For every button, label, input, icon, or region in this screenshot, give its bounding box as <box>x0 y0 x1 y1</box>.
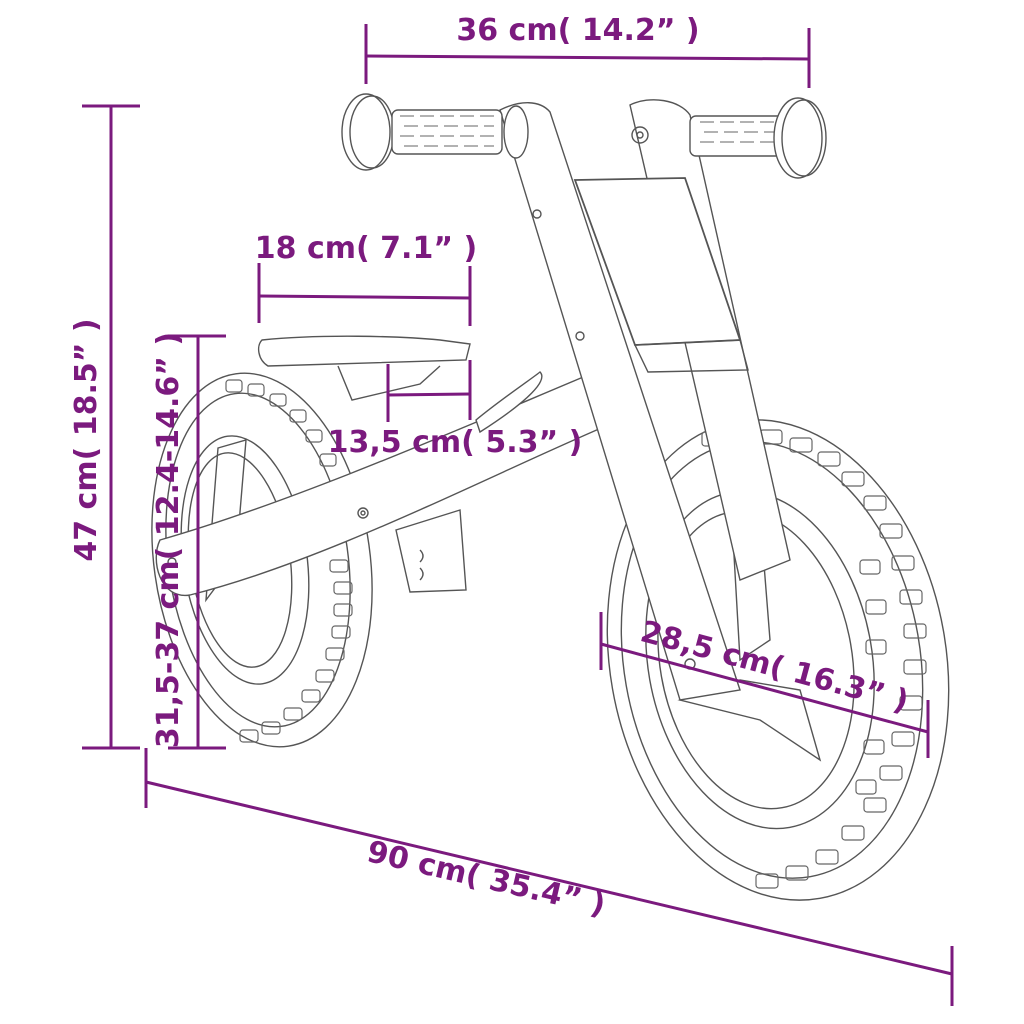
handlebars <box>341 93 827 179</box>
label-seat-width: 13,5 cm( 5.3” ) <box>328 425 583 460</box>
label-seat-length: 18 cm( 7.1” ) <box>255 231 477 266</box>
label-seat-height: 31,5-37 cm( 12.4-14.6” ) <box>151 332 186 748</box>
dim-seat-length <box>257 263 472 326</box>
dim-total-height <box>82 104 140 750</box>
dimension-lines <box>82 24 954 1006</box>
label-total-height: 47 cm( 18.5” ) <box>69 318 104 561</box>
steering-column <box>499 99 791 701</box>
dim-seat-width <box>386 360 472 422</box>
label-total-length: 90 cm( 35.4” ) <box>364 834 609 923</box>
dim-handlebar-width <box>364 24 811 88</box>
balance-bike-drawing <box>151 93 950 901</box>
bike-frame <box>155 369 621 596</box>
dim-seat-height <box>168 334 226 750</box>
dim-wheel-diameter <box>599 612 930 758</box>
label-handlebar-width: 36 cm( 14.2” ) <box>456 13 699 48</box>
seat <box>257 335 471 401</box>
dim-total-length <box>144 748 954 1006</box>
